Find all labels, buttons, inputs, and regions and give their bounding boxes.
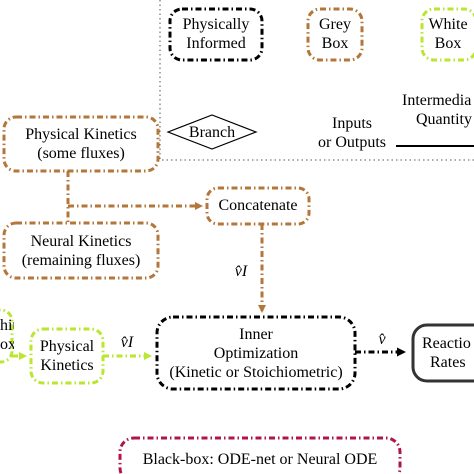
physical-kinetics-box: [2, 115, 160, 173]
physical-kinetics-white-line-1: Physical: [39, 338, 95, 355]
legend-intermediate-line-1: Intermedia: [402, 92, 472, 109]
inner-optimization-line-2: Optimization: [213, 345, 299, 362]
legend-inputs-outputs-line-1: Inputs: [332, 115, 372, 132]
inner-optimization-box: [155, 315, 357, 391]
legend-frame: [159, 0, 474, 161]
physical-kinetics-white-label: Physical Kinetics: [31, 337, 103, 375]
physical-kinetics-line-2: (some fluxes): [37, 145, 125, 162]
legend-branch-diamond: [166, 114, 258, 150]
concatenate-box: [205, 186, 311, 226]
inner-optimization-line-3: (Kinetic or Stoichiometric): [169, 364, 343, 381]
edge-label-v-i-vertical: v̂I: [234, 263, 248, 280]
reaction-rates-line-1: Reactio: [422, 335, 471, 352]
legend-intermediate-line-2: Quantity: [416, 111, 472, 128]
legend-physically-informed-box: [168, 7, 264, 62]
edge-label-v-i-horizontal: v̂I: [120, 334, 134, 351]
inner-optimization-label: Inner Optimization (Kinetic or Stoichiom…: [157, 325, 355, 382]
neural-kinetics-line-2: (remaining fluxes): [21, 252, 141, 269]
legend-grey-box: [306, 7, 364, 62]
physical-kinetics-white-line-2: Kinetics: [40, 357, 94, 374]
black-box-label: Black-box: ODE-net or Neural ODE: [142, 451, 378, 468]
legend-physically-informed-label: Physically Informed: [170, 15, 262, 53]
reaction-rates-line-2: Rates: [430, 354, 466, 371]
legend-white-box: [420, 7, 474, 62]
physical-kinetics-line-1: Physical Kinetics: [25, 126, 137, 143]
physical-kinetics-label: Physical Kinetics (some fluxes): [4, 125, 158, 163]
concatenate-label: Concatenate: [218, 197, 298, 214]
white-box-input-line-1: hite: [0, 317, 14, 334]
inner-optimization-line-1: Inner: [239, 326, 273, 343]
legend-inputs-outputs-label: Inputs or Outputs: [312, 114, 392, 152]
legend-white-box-label: White Box: [422, 15, 474, 53]
legend-grey-box-line-1: Grey: [319, 16, 351, 33]
legend-grey-box-label: Grey Box: [308, 15, 362, 53]
white-box-input-line-2: ox: [0, 336, 14, 353]
reaction-rates-label: Reactio Rates: [416, 334, 474, 372]
legend-intermediate-label: Intermedia Quantity: [398, 91, 474, 129]
neural-kinetics-line-1: Neural Kinetics: [30, 233, 132, 250]
reaction-rates-box: [411, 323, 474, 383]
edge-label-v-hat: v̂: [378, 331, 386, 348]
legend-physically-informed-line-2: Informed: [186, 35, 246, 52]
neural-kinetics-box: [2, 221, 160, 280]
white-box-input-label: hite ox: [0, 316, 14, 354]
black-box-box: [118, 436, 402, 474]
legend-grey-box-line-2: Box: [321, 35, 349, 52]
legend-branch-label: Branch: [188, 124, 236, 141]
legend-physically-informed-line-1: Physically: [182, 16, 250, 33]
legend-white-box-line-1: White: [428, 16, 468, 33]
neural-kinetics-label: Neural Kinetics (remaining fluxes): [4, 232, 158, 270]
legend-inputs-outputs-line-2: or Outputs: [318, 134, 386, 151]
legend-white-box-line-2: Box: [434, 35, 462, 52]
